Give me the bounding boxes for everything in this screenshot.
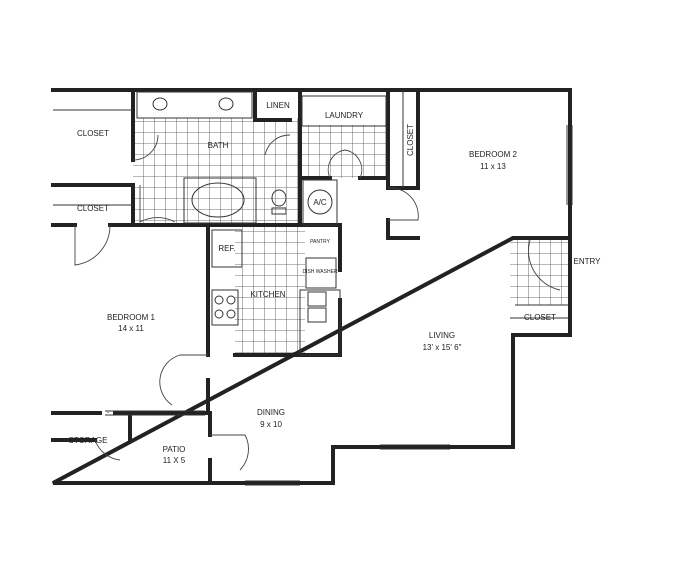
bedroom2-size: 11 x 13 [480, 162, 506, 171]
bedroom1-label: BEDROOM 1 [107, 313, 156, 322]
outer-walls [51, 88, 572, 485]
patio-size: 11 X 5 [163, 456, 186, 465]
entry-label: ENTRY [574, 257, 602, 266]
laundry-label: LAUNDRY [325, 111, 364, 120]
storage-label: STORAGE [69, 436, 108, 445]
interior-walls [51, 88, 420, 485]
doors [74, 134, 561, 471]
linen-label: LINEN [266, 101, 290, 110]
closet-top-left-label: CLOSET [77, 129, 109, 138]
kitchen-tile-floor [235, 225, 305, 355]
laundry-tile-floor [300, 125, 388, 178]
closet-bedroom2-label: CLOSET [406, 124, 415, 156]
living-size: 13' x 15' 6" [423, 343, 462, 352]
dining-label: DINING [257, 408, 285, 417]
kitchen-label: KITCHEN [250, 290, 285, 299]
pantry-label: PANTRY [310, 239, 330, 245]
bath-tile-floor [133, 118, 300, 225]
ref-label: REF. [218, 244, 235, 253]
closet-mid-left-label: CLOSET [77, 204, 109, 213]
bath-label: BATH [208, 141, 229, 150]
dishwasher-label: DISH WASHER [302, 269, 337, 275]
bedroom2-label: BEDROOM 2 [469, 150, 518, 159]
living-label: LIVING [429, 331, 455, 340]
closet-entry-label: CLOSET [524, 313, 556, 322]
patio-label: PATIO [163, 445, 186, 454]
bedroom1-size: 14 x 11 [118, 324, 144, 333]
dining-size: 9 x 10 [260, 420, 282, 429]
ac-label: A/C [313, 198, 327, 207]
entry-tile-floor [510, 240, 568, 305]
